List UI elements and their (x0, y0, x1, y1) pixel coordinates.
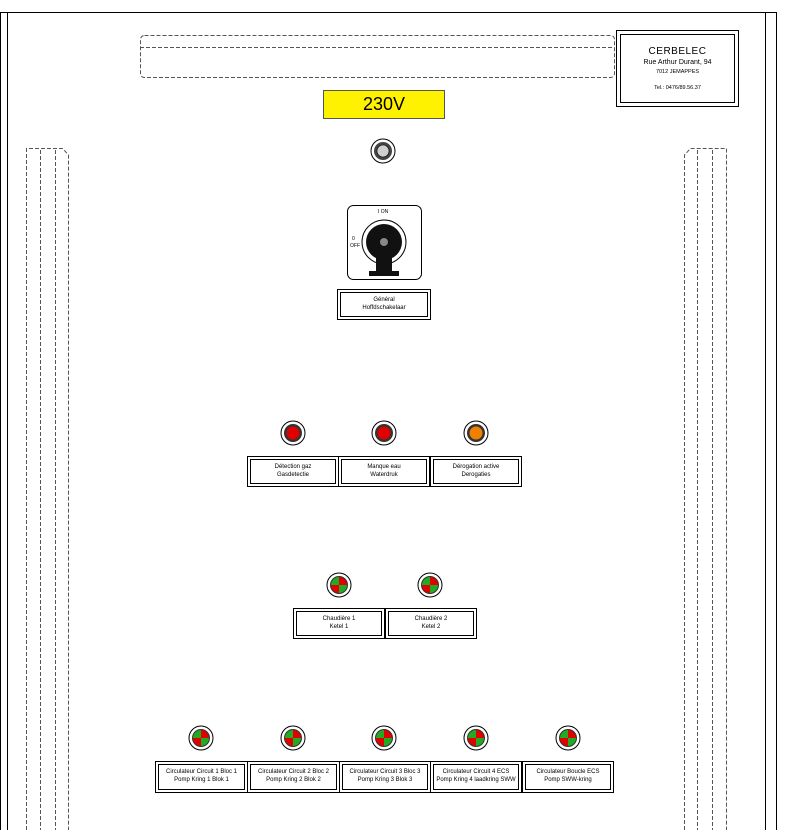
gas-detection-line1: Détection gaz (274, 464, 312, 470)
company-label: CERBELEC Rue Arthur Durant, 94 7012 JEMA… (616, 30, 739, 107)
circulator-2-label: Circulateur Circuit 2 Bloc 2 Pomp Kring … (247, 761, 340, 793)
switch-on-label: I ON (378, 209, 389, 215)
derogation-label: Dérogation active Derogaties (430, 456, 522, 487)
circulator-5-label: Circulateur Boucle ECS Pomp SWW-kring (522, 761, 614, 793)
gas-detection-label: Détection gaz Gasdetectie (247, 456, 339, 487)
company-phone: Tel.: 0476/89.56.37 (654, 85, 701, 91)
circulator-1-selector-icon[interactable] (188, 725, 214, 751)
circulator-2-line1: Circulateur Circuit 2 Bloc 2 (257, 769, 330, 775)
boiler-1-selector-icon[interactable] (326, 572, 352, 598)
company-label-frame (620, 34, 735, 103)
boiler-1-line2: Ketel 1 (329, 624, 349, 630)
boiler-2-line2: Ketel 2 (421, 624, 441, 630)
circulator-1-line2: Pomp Kring 1 Blok 1 (174, 777, 229, 783)
boiler-1-label: Chaudière 1 Ketel 1 (293, 608, 385, 639)
switch-off-label-bottom: OFF (350, 243, 360, 249)
circulator-1-label: Circulateur Circuit 1 Bloc 1 Pomp Kring … (155, 761, 248, 793)
circulator-5-line2: Pomp SWW-kring (544, 777, 592, 783)
gas-alarm-lamp (280, 420, 306, 446)
circulator-3-selector-icon[interactable] (371, 725, 397, 751)
circulator-5-selector-icon[interactable] (555, 725, 581, 751)
circulator-1-line1: Circulateur Circuit 1 Bloc 1 (165, 769, 238, 775)
derogation-line2: Derogaties (461, 472, 491, 478)
company-city: 7012 JEMAPPES (655, 69, 700, 75)
circulator-3-line1: Circulateur Circuit 3 Bloc 3 (349, 769, 421, 775)
circulator-4-label: Circulateur Circuit 4 ECS Pomp Kring 4 l… (430, 761, 522, 793)
circulator-4-line1: Circulateur Circuit 4 ECS (442, 769, 510, 775)
derogation-line1: Dérogation active (452, 464, 500, 470)
water-shortage-line1: Manque eau (367, 464, 401, 470)
voltage-label: 230V (323, 90, 445, 119)
boiler-2-selector-icon[interactable] (417, 572, 443, 598)
circulator-4-line2: Pomp Kring 4 laadkring SWW (436, 777, 516, 783)
company-address: Rue Arthur Durant, 94 (643, 59, 712, 66)
main-switch-knob[interactable] (347, 205, 422, 280)
derogation-lamp (463, 420, 489, 446)
circulator-4-selector-icon[interactable] (463, 725, 489, 751)
water-shortage-line2: Waterdruk (370, 472, 398, 478)
water-alarm-lamp (371, 420, 397, 446)
boiler-2-label: Chaudière 2 Ketel 2 (385, 608, 477, 639)
circulator-3-label: Circulateur Circuit 3 Bloc 3 Pomp Kring … (339, 761, 431, 793)
circulator-5-line1: Circulateur Boucle ECS (536, 769, 600, 775)
main-switch-label: Général Hoffdschakelaar (337, 289, 431, 320)
main-switch-label-line1: Général (373, 297, 395, 303)
power-indicator-lamp (370, 138, 396, 164)
gas-detection-line2: Gasdetectie (276, 472, 310, 478)
water-shortage-label: Manque eau Waterdruk (338, 456, 430, 487)
circulator-2-line2: Pomp Kring 2 Blok 2 (266, 777, 321, 783)
circulator-3-line2: Pomp Kring 3 Blok 3 (357, 777, 413, 783)
company-name: CERBELEC (648, 46, 707, 57)
switch-off-label-top: 0 (352, 236, 355, 242)
circulator-2-selector-icon[interactable] (280, 725, 306, 751)
boiler-1-line1: Chaudière 1 (322, 616, 356, 622)
main-switch-label-line2: Hoffdschakelaar (362, 305, 406, 311)
boiler-2-line1: Chaudière 2 (414, 616, 448, 622)
